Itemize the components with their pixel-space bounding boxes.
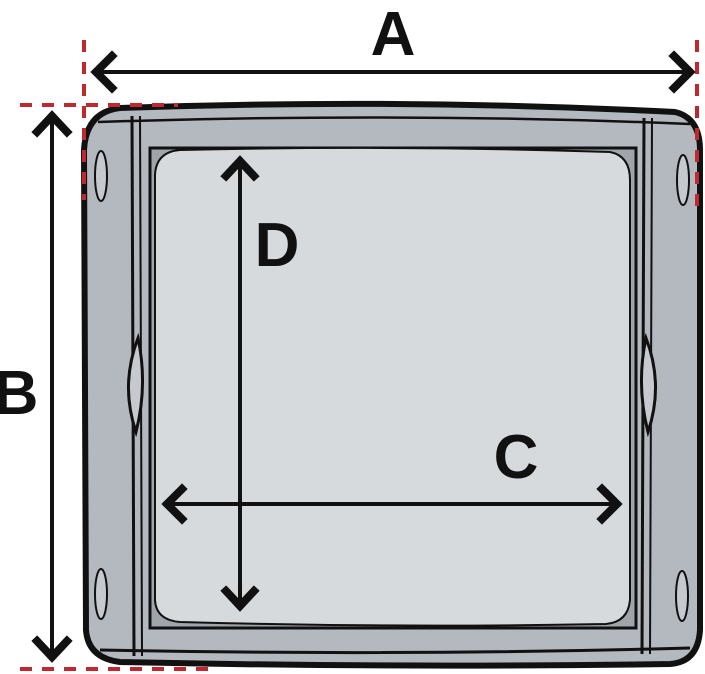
dimension-b-arrow xyxy=(31,110,73,663)
dimension-label-a: A xyxy=(371,0,416,69)
mount-hole-icon xyxy=(94,568,108,620)
dimension-label-b: B xyxy=(0,359,38,428)
mount-hole-icon xyxy=(676,154,690,206)
dimension-c-arrow xyxy=(161,483,623,525)
dimension-a-arrow xyxy=(90,50,696,94)
dimension-label-c: C xyxy=(494,423,539,492)
mount-hole-icon xyxy=(675,570,689,622)
dimension-label-d: D xyxy=(255,211,300,280)
mount-hole-icon xyxy=(94,150,108,202)
dimension-d-arrow xyxy=(220,155,260,612)
inner-panel xyxy=(148,146,638,630)
dimension-guides xyxy=(20,40,699,671)
